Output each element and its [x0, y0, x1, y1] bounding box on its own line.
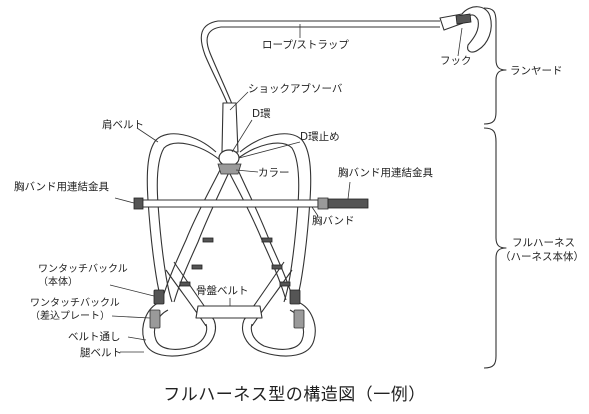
d-ring-icon	[217, 119, 301, 175]
group-label-lanyard: ランヤード	[510, 65, 563, 77]
label-chest-connector-right: 胸バンド用連結金具	[338, 166, 434, 179]
chest-connector-right-icon	[311, 181, 369, 217]
label-chest-connector-left: 胸バンド用連結金具	[14, 180, 110, 193]
label-shoulder-belt: 肩ベルト	[102, 118, 144, 131]
belt-loop-leader	[127, 336, 147, 341]
label-one-touch-buckle-body-1: ワンタッチバックル	[38, 263, 128, 275]
belt-adjusters	[179, 237, 291, 287]
shoulder-belt-leader	[136, 127, 159, 143]
lanyard-brace	[483, 7, 507, 125]
group-label-full-harness-2: （ハーネス本体）	[500, 250, 584, 263]
one-touch-buckle-body-icon	[109, 284, 301, 305]
harness-brace	[483, 127, 507, 369]
label-leg-belt: 腿ベルト	[80, 347, 122, 359]
label-shock-absorber: ショックアブソーバ	[248, 82, 343, 95]
label-one-touch-buckle-body-2: （本体）	[38, 275, 78, 288]
lanyard-rope	[200, 20, 440, 106]
label-chest-band: 胸バンド	[312, 214, 355, 227]
label-d-ring: D環	[252, 108, 271, 120]
label-pelvic-belt: 骨盤ベルト	[196, 284, 249, 297]
diagram-caption: フルハーネス型の構造図（一例）	[163, 385, 426, 405]
label-hook: フック	[440, 55, 472, 67]
label-collar: カラー	[258, 167, 290, 179]
shock-absorber-icon	[221, 91, 249, 153]
label-one-touch-buckle-plate-1: ワンタッチバックル	[30, 297, 120, 309]
label-rope-strap: ロープ/ストラップ	[262, 39, 349, 51]
one-touch-buckle-plate-icon	[111, 309, 305, 329]
label-one-touch-buckle-plate-2: （差込プレート）	[30, 309, 110, 322]
label-belt-loop: ベルト通し	[68, 331, 121, 343]
hook-icon	[439, 6, 492, 57]
chest-connector-left-icon	[114, 197, 144, 210]
label-d-ring-stopper: D環止め	[300, 131, 340, 143]
group-label-full-harness-1: フルハーネス	[512, 237, 575, 249]
